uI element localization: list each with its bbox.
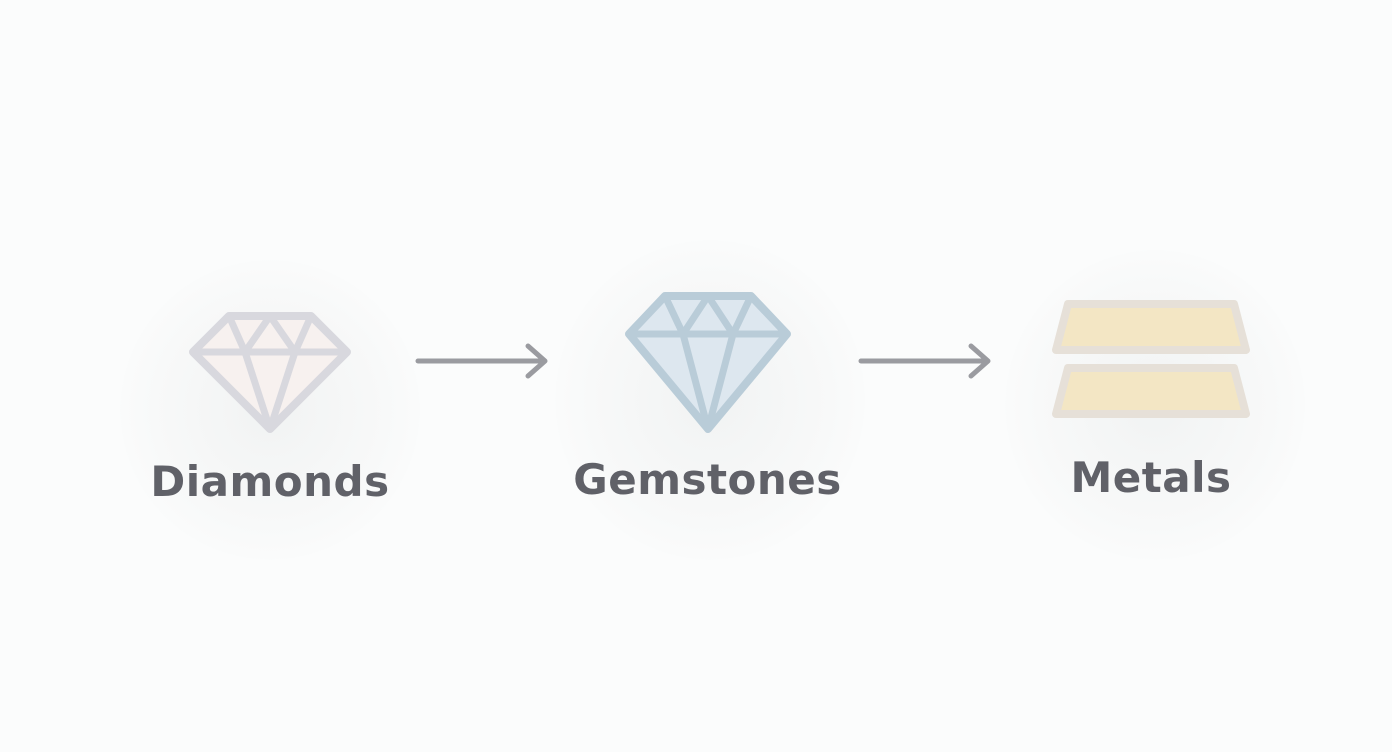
gemstone-icon [623, 290, 793, 435]
node-metals: Metals [1040, 298, 1262, 502]
node-gemstones: Gemstones [573, 290, 842, 504]
node-label-metals: Metals [1070, 453, 1232, 502]
node-label-diamonds: Diamonds [150, 457, 390, 506]
node-label-gemstones: Gemstones [573, 455, 842, 504]
diamond-icon [185, 310, 355, 435]
arrow-right-icon [415, 343, 548, 379]
arrow-right-icon [858, 343, 991, 379]
metal-bars-icon [1048, 298, 1254, 423]
node-diamonds: Diamonds [150, 310, 390, 506]
